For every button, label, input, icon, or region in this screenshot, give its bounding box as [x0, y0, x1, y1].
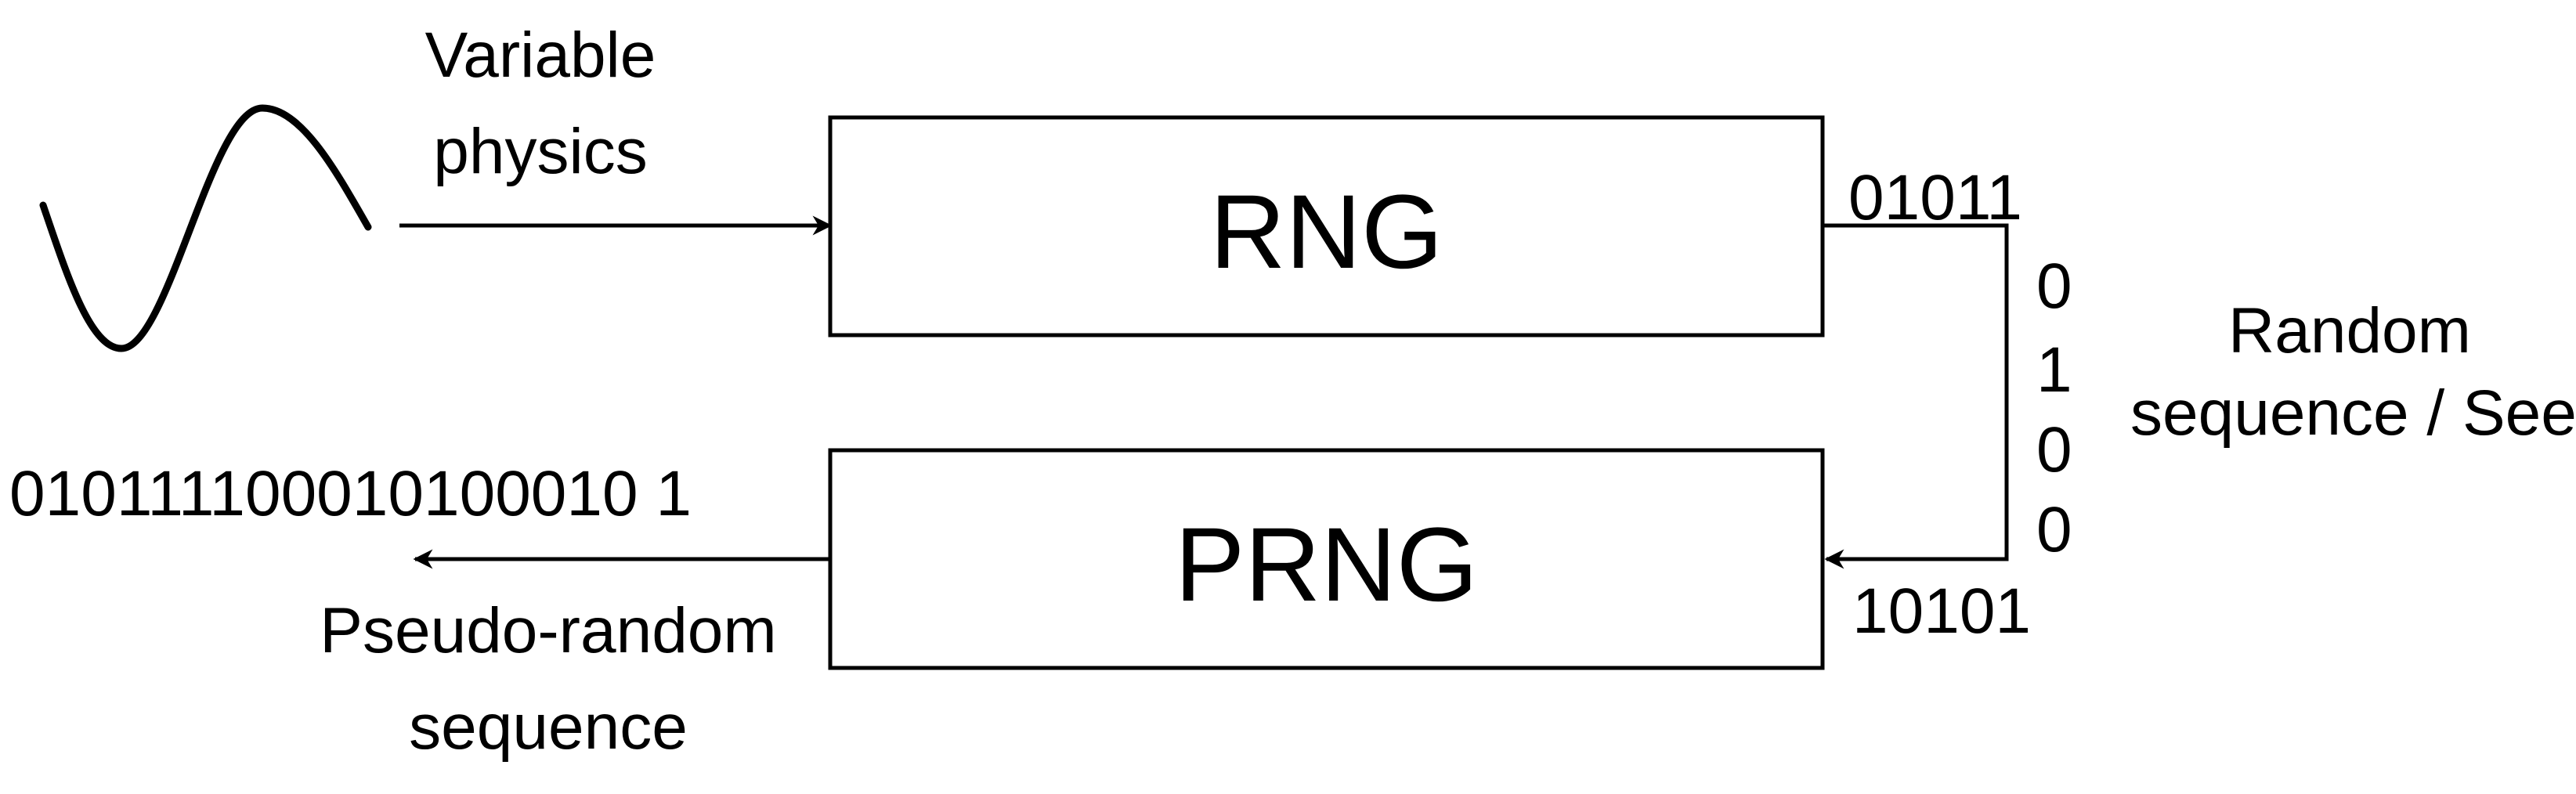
rng-block: [828, 115, 1825, 337]
sine-wave-icon: [39, 104, 372, 352]
output-label-line2: sequence: [409, 691, 688, 763]
rng-block-title: RNG: [1209, 174, 1443, 291]
rng-output-bits: 01011: [1848, 162, 2022, 233]
output-label-line1: Pseudo-random: [320, 595, 777, 666]
input-label-line1: Variable: [425, 20, 656, 91]
vertical-bit-3: 0: [2036, 414, 2072, 485]
input-label-line2: physics: [433, 116, 648, 187]
prng-block-title: PRNG: [1174, 507, 1479, 623]
seed-label-line2: sequence / Seed: [2130, 377, 2576, 449]
prng-block: [828, 448, 1825, 670]
prng-input-bits: 10101: [1852, 576, 2032, 647]
vertical-bit-1: 0: [2036, 251, 2072, 322]
vertical-bit-2: 1: [2036, 334, 2072, 406]
pseudo-random-output-bits: 010111100010100010 1: [9, 458, 692, 529]
vertical-bit-4: 0: [2036, 494, 2072, 565]
seed-feedback-path: [1823, 223, 2009, 569]
seed-label-line1: Random: [2228, 295, 2471, 366]
